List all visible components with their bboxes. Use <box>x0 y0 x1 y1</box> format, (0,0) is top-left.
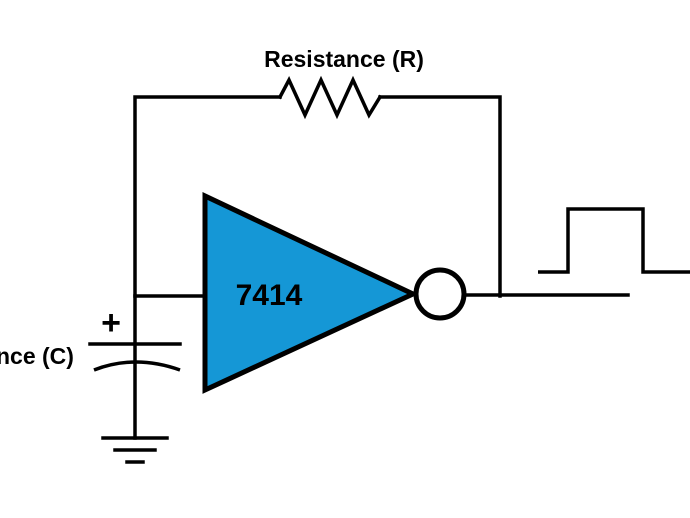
capacitor-bottom-plate <box>93 360 181 372</box>
capacitor-icon <box>88 342 182 372</box>
left-feedback-wire <box>133 95 282 440</box>
feedback-wires <box>133 95 502 440</box>
square-wave-icon <box>538 207 690 274</box>
inverter-icon <box>202 192 419 394</box>
resistor-label: Resistance (R) <box>264 46 424 72</box>
capacitor-label: nce (C) <box>0 343 74 369</box>
ground-icon <box>101 436 169 464</box>
polarity-plus-icon: + <box>101 304 121 342</box>
inverter-bubble-icon <box>413 267 467 321</box>
ic-label: 7414 <box>236 279 303 312</box>
resistor-icon <box>277 75 383 120</box>
right-feedback-wire <box>378 95 502 298</box>
